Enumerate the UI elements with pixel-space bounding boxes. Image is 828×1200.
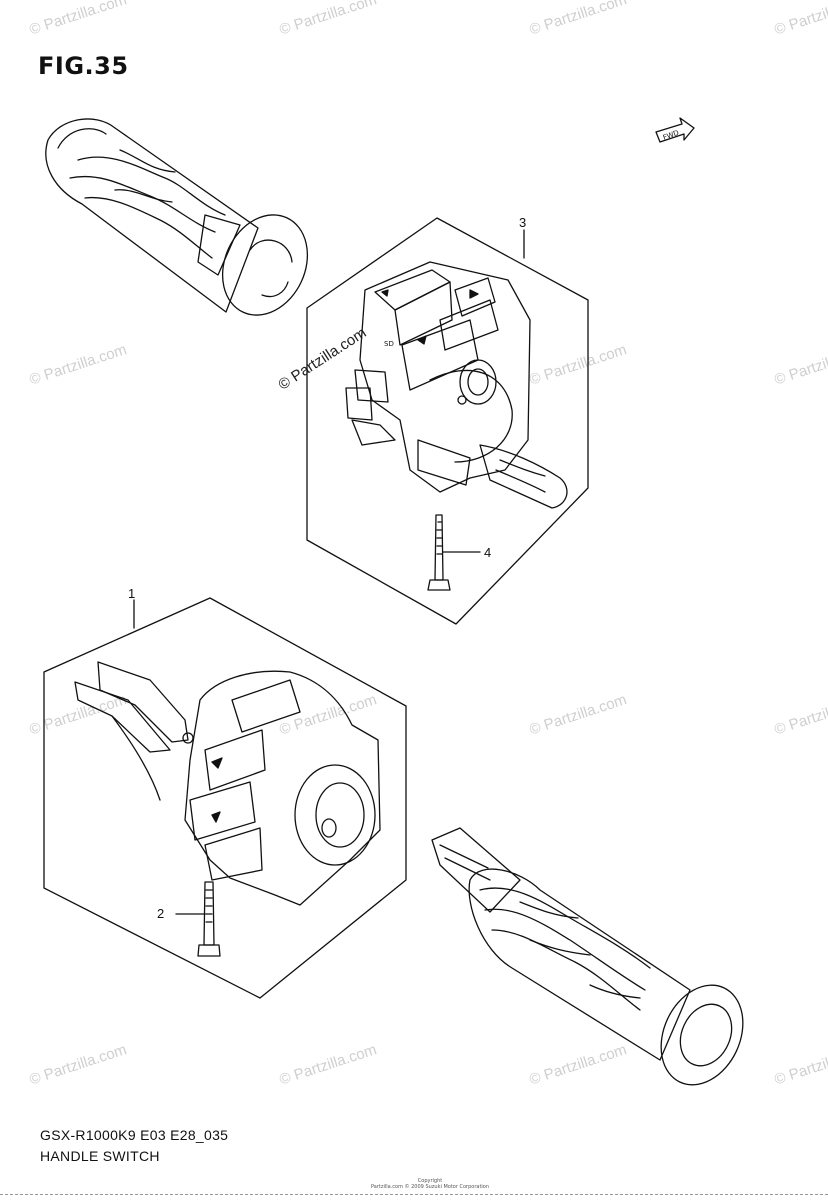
- copyright-line-1: Copyright: [417, 1178, 443, 1184]
- throttle-grip-lower: [431, 827, 744, 1086]
- figure-title: FIG.35: [38, 52, 129, 80]
- screw-part-4: [427, 514, 481, 591]
- fwd-arrow-icon: [655, 117, 695, 143]
- callout-3: 3: [519, 215, 527, 230]
- right-handlebar-switch: [74, 661, 381, 906]
- callout-4: 4: [484, 545, 492, 560]
- section-name: HANDLE SWITCH: [40, 1148, 160, 1164]
- screw-part-2: [175, 881, 221, 957]
- callout-2: 2: [157, 906, 165, 921]
- part-3-box: [306, 217, 589, 625]
- switch-tag-label: SD: [384, 340, 394, 348]
- right-hand-grip-upper: [45, 118, 309, 316]
- page-bottom-border: [0, 1194, 828, 1195]
- part-1-box: [43, 597, 407, 999]
- left-handlebar-switch: [345, 261, 568, 509]
- callout-1: 1: [128, 586, 136, 601]
- copyright-notice: Copyright Partzilla.com © 2009 Suzuki Mo…: [300, 1178, 560, 1190]
- model-code: GSX-R1000K9 E03 E28_035: [40, 1127, 229, 1143]
- copyright-line-2: Partzilla.com © 2009 Suzuki Motor Corpor…: [370, 1184, 490, 1190]
